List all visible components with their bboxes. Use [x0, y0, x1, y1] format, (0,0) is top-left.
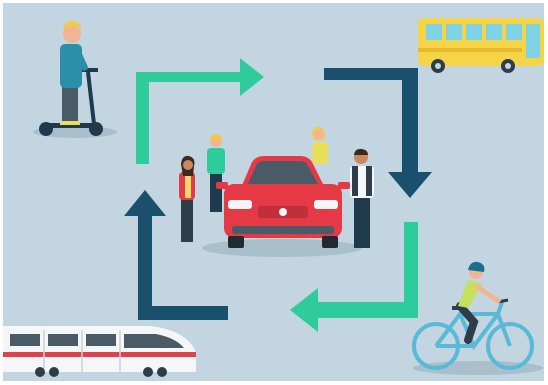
arrow-top-green — [136, 58, 264, 164]
cyclist-torso — [458, 280, 482, 308]
arrow-left-navy — [124, 190, 228, 320]
train-stripe — [3, 352, 196, 357]
bus-window-1 — [426, 24, 442, 40]
scooter-stem — [86, 71, 96, 125]
cyclist-helmet — [468, 261, 485, 272]
person-woman-left — [179, 155, 195, 242]
bus-window-5 — [506, 24, 522, 40]
man-green-legs — [210, 170, 222, 212]
rider-shoes — [60, 121, 80, 125]
train-wheel-1 — [35, 367, 45, 377]
cyclist-arm — [474, 283, 502, 305]
rider-head — [63, 25, 81, 43]
bike-fork — [496, 301, 504, 315]
train-window-1 — [10, 334, 40, 346]
bicycle-rider — [412, 261, 534, 370]
car-bumper — [232, 226, 334, 234]
man-right-vest-right — [366, 166, 372, 196]
train-cab-window — [124, 334, 184, 348]
woman-left-legs — [181, 196, 193, 242]
bike-frame — [434, 312, 512, 350]
man-right-legs — [354, 194, 370, 248]
bus-window-2 — [446, 24, 462, 40]
train-wheel-2 — [49, 367, 59, 377]
cycle-arrows — [124, 58, 432, 332]
cyclist-leg — [456, 302, 479, 344]
train-wheel-3 — [143, 367, 153, 377]
bus-stripe — [418, 48, 522, 52]
arrow-bottom-green — [290, 222, 418, 332]
bike-front-wheel — [486, 322, 534, 370]
bus-door — [526, 24, 540, 58]
car-mirror-right — [338, 182, 350, 189]
bus-window-4 — [486, 24, 502, 40]
scooter-rider — [39, 20, 103, 136]
train-window-2 — [48, 334, 78, 346]
arrow-right-navy — [324, 68, 432, 198]
scooter-deck — [46, 123, 94, 128]
train-wheel-4 — [157, 367, 167, 377]
rider-hair — [63, 20, 82, 31]
rider-arm — [75, 50, 89, 72]
car-windshield — [247, 161, 319, 186]
rider-legs — [62, 86, 78, 124]
person-man-right — [350, 148, 374, 248]
woman-back-top — [312, 142, 328, 164]
bus-hub-rear — [435, 63, 441, 69]
bus-window-3 — [466, 24, 482, 40]
train-body — [3, 326, 196, 372]
man-right-hair — [354, 148, 368, 155]
man-green-shirt — [207, 148, 225, 174]
bus-hub-front — [505, 63, 511, 69]
bus — [418, 18, 544, 73]
person-man-green — [207, 133, 225, 212]
woman-left-top — [185, 174, 191, 198]
rider-torso — [60, 44, 82, 88]
car-headlight-right — [314, 200, 338, 209]
car-tire-left — [228, 236, 244, 248]
car-tire-right — [322, 236, 338, 248]
car-headlight-left — [228, 200, 252, 209]
car-mirror-left — [216, 182, 228, 189]
man-green-hair — [210, 133, 222, 140]
train — [3, 326, 196, 377]
person-woman-back — [312, 126, 328, 164]
car-badge — [279, 208, 287, 216]
man-right-vest-left — [352, 166, 358, 196]
train-window-3 — [86, 334, 116, 346]
red-car — [216, 156, 350, 248]
